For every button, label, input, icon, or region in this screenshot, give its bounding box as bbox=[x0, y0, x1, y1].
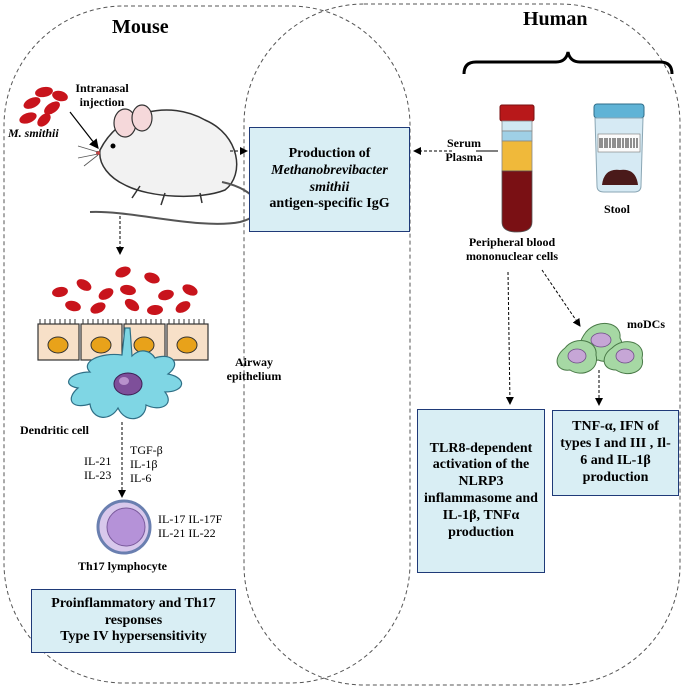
mouse-header: Mouse bbox=[112, 16, 169, 38]
igg-species: Methanobrevibacter smithii bbox=[271, 162, 388, 195]
cytokines-tgf-il1-il6: TGF-β IL-1β IL-6 bbox=[130, 443, 163, 485]
airway-epithelium-label: Airway epithelium bbox=[226, 355, 282, 383]
airway-bacteria bbox=[52, 266, 198, 316]
airway-epithelium bbox=[37, 319, 209, 361]
proinflammatory-line1: Proinflammatory and Th17 responses bbox=[51, 595, 216, 628]
human-brace bbox=[462, 51, 674, 75]
blood-tube-icon bbox=[499, 104, 535, 233]
tnf-text: TNF-α, IFN of types I and III , Il-6 and… bbox=[560, 419, 671, 485]
m-smithii-label: M. smithii bbox=[8, 126, 59, 140]
modcs-label: moDCs bbox=[627, 317, 665, 331]
injection-arrow bbox=[69, 111, 99, 149]
dendritic-cell bbox=[68, 327, 183, 420]
proinflammatory-line2: Type IV hypersensitivity bbox=[60, 629, 207, 645]
pbmc-label: Peripheral blood mononuclear cells bbox=[465, 235, 559, 263]
igg-production-box: Production of Methanobrevibacter smithii… bbox=[249, 127, 410, 232]
stool-label: Stool bbox=[604, 202, 631, 216]
tlr8-text: TLR8-dependent activation of the NLRP3 i… bbox=[424, 440, 538, 540]
tnf-box: TNF-α, IFN of types I and III , Il-6 and… bbox=[552, 410, 679, 496]
igg-line1: Production of bbox=[288, 145, 371, 161]
stool-jar-icon bbox=[593, 103, 645, 193]
th17-cytokines: IL-17 IL-17F IL-21 IL-22 bbox=[158, 512, 223, 540]
serum-plasma-label: Serum Plasma bbox=[445, 136, 483, 164]
dendritic-cell-label: Dendritic cell bbox=[20, 423, 89, 437]
cytokines-il21-il23: IL-21 IL-23 bbox=[84, 454, 112, 482]
th17-lymphocyte-label: Th17 lymphocyte bbox=[78, 559, 168, 573]
intranasal-injection-label: Intranasal injection bbox=[75, 81, 129, 109]
bacteria-inoculum bbox=[19, 86, 68, 127]
th17-cell bbox=[96, 499, 152, 555]
human-panel-outline bbox=[243, 3, 681, 686]
human-header: Human bbox=[523, 8, 588, 30]
mouse-icon bbox=[77, 104, 259, 225]
tlr8-box: TLR8-dependent activation of the NLRP3 i… bbox=[417, 409, 545, 573]
pbmc-to-modcs-arrow bbox=[541, 269, 581, 327]
igg-line3: antigen-specific IgG bbox=[269, 196, 390, 212]
pbmc-to-tlr8-arrow bbox=[505, 271, 514, 405]
proinflammatory-box: Proinflammatory and Th17 responses Type … bbox=[31, 589, 236, 653]
modcs-cells bbox=[556, 323, 644, 374]
